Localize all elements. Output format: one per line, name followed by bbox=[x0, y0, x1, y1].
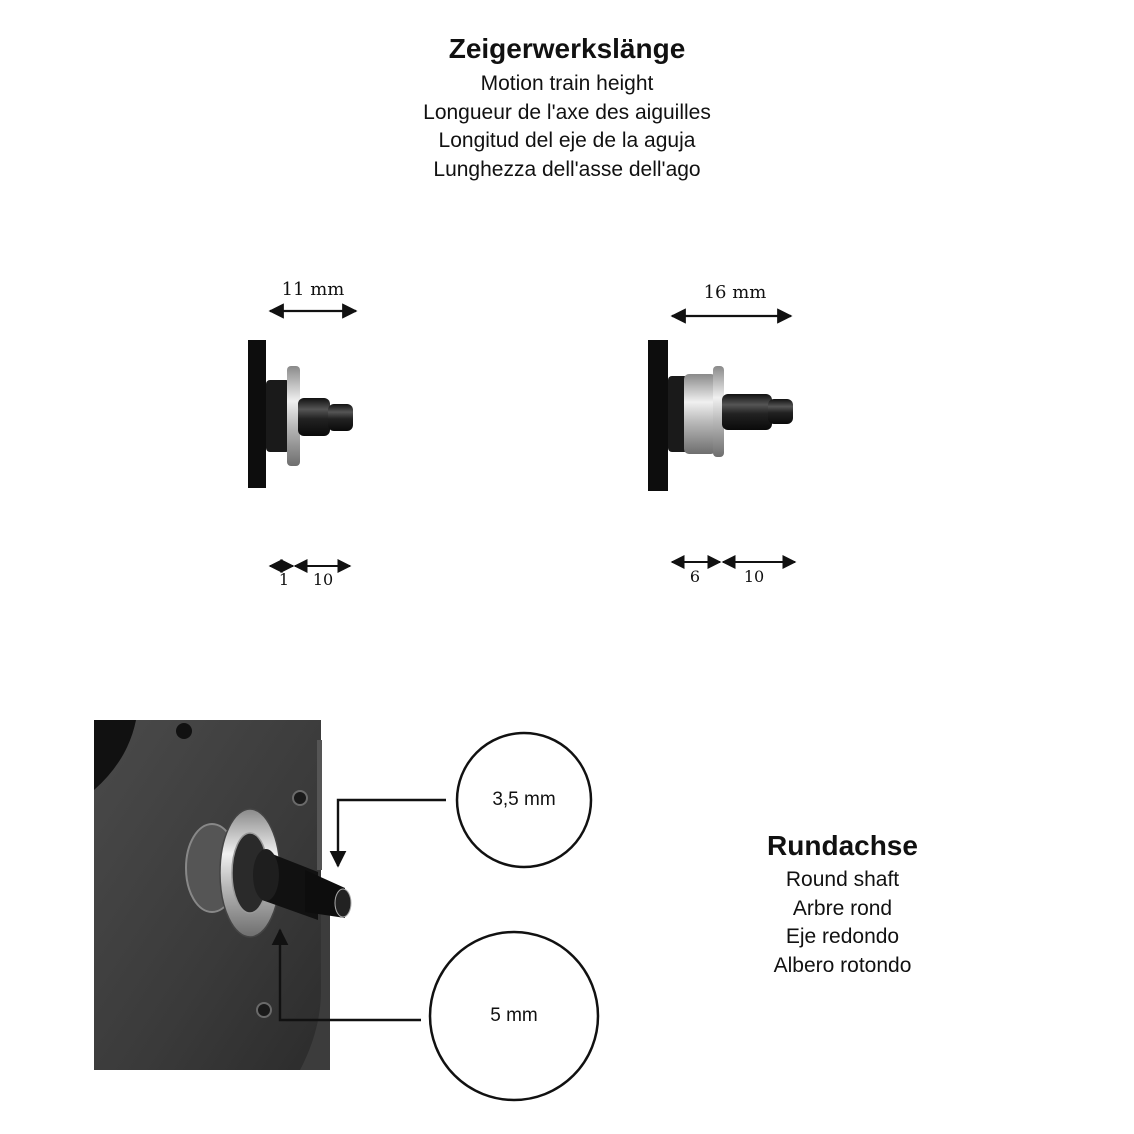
right-seg-b-label: 10 bbox=[743, 567, 765, 586]
title-line-it: Lunghezza dell'asse dell'ago bbox=[433, 157, 701, 181]
title-line-en: Motion train height bbox=[480, 72, 654, 95]
upper-callout-label: 3,5 mm bbox=[492, 789, 556, 810]
round-shaft-line-es: Eje redondo bbox=[785, 925, 900, 948]
upper-callout-circle bbox=[455, 731, 593, 869]
title-block: Zeigerwerkslänge Motion train height Lon… bbox=[0, 28, 1134, 184]
left-seg-b-label: 10 bbox=[312, 570, 334, 589]
right-total-label: 16 mm bbox=[703, 282, 767, 303]
lower-callout-leader bbox=[271, 928, 421, 1022]
right-seg-a-label: 6 bbox=[689, 567, 701, 586]
left-movement-image bbox=[248, 340, 353, 488]
round-shaft-line-fr: Arbre rond bbox=[792, 896, 893, 920]
round-shaft-line-it: Albero rotondo bbox=[773, 953, 912, 977]
round-shaft-photo bbox=[94, 720, 352, 1070]
round-shaft-block: Rundachse Round shaft Arbre rond Eje red… bbox=[700, 826, 985, 980]
lower-callout-circle bbox=[428, 930, 600, 1102]
round-shaft-title: Rundachse bbox=[767, 830, 918, 861]
title-line-es: Longitud del eje de la aguja bbox=[438, 129, 696, 152]
right-movement-image bbox=[648, 340, 793, 491]
title-line-fr: Longueur de l'axe des aiguilles bbox=[423, 100, 711, 124]
upper-callout-leader bbox=[329, 798, 446, 868]
page-title: Zeigerwerkslänge bbox=[448, 33, 686, 64]
left-seg-a-label: 1 bbox=[278, 570, 290, 589]
round-shaft-line-en: Round shaft bbox=[785, 868, 900, 891]
left-total-label: 11 mm bbox=[281, 279, 345, 300]
lower-callout-label: 5 mm bbox=[490, 1005, 538, 1026]
